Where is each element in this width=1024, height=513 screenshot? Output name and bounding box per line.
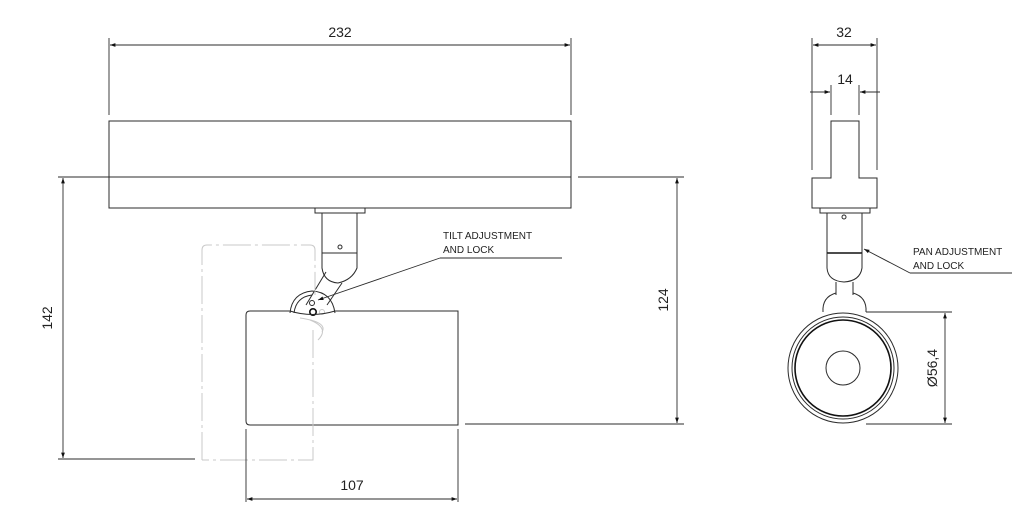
- pan-annotation-line1: PAN ADJUSTMENT: [913, 247, 1002, 258]
- front-view: 32 14 Ø56,4 PAN ADJUSTMENT AND LOCK: [787, 24, 1012, 425]
- tilt-annotation-line2: AND LOCK: [443, 245, 494, 256]
- front-stem-screw: [841, 214, 847, 220]
- luminaire-head: [245, 310, 459, 426]
- tilt-lock-screw: [308, 307, 317, 316]
- stem-upper: [321, 213, 358, 254]
- front-yoke: [822, 292, 867, 313]
- dim-overall-length: 232: [328, 24, 352, 40]
- track-adapter-body: [108, 120, 572, 209]
- front-lens: [825, 350, 861, 386]
- tilt-screw-upper: [309, 300, 315, 306]
- front-adapter-body: [811, 120, 878, 209]
- tilt-joint-dome: [289, 290, 336, 314]
- tilt-joint-inner: [293, 294, 313, 314]
- pan-annotation-line2: AND LOCK: [913, 261, 964, 272]
- dim-head-length: 107: [340, 477, 364, 493]
- ghost-outline-upper: [201, 244, 316, 460]
- front-head-outer: [787, 312, 899, 424]
- front-stem-elbow: [826, 253, 863, 283]
- ghost-outline-lower: [202, 330, 314, 461]
- front-arm: [835, 282, 854, 295]
- stem-elbow: [321, 253, 358, 284]
- ghost-arc: [299, 317, 324, 341]
- tilt-annotation-line1: TILT ADJUSTMENT: [443, 231, 532, 242]
- tilt-screw-ghost: [319, 309, 325, 315]
- side-view: 232 142 124 107 TILT ADJUSTMENT AND LOCK: [39, 24, 684, 502]
- front-stem-flange: [819, 207, 871, 214]
- front-head-rim: [791, 316, 895, 420]
- arm-left: [305, 271, 327, 306]
- tilt-leader-arrow: [317, 257, 441, 301]
- dim-neck-width: 14: [837, 71, 853, 87]
- pan-leader-arrow: [863, 248, 911, 274]
- dim-head-height: 124: [655, 288, 671, 312]
- dim-head-diameter: Ø56,4: [924, 349, 940, 387]
- front-head-bezel: [794, 319, 892, 417]
- stem-screw: [337, 244, 343, 250]
- dim-total-height: 142: [39, 306, 55, 330]
- stem-flange: [314, 207, 366, 214]
- dim-adapter-width: 32: [836, 24, 852, 40]
